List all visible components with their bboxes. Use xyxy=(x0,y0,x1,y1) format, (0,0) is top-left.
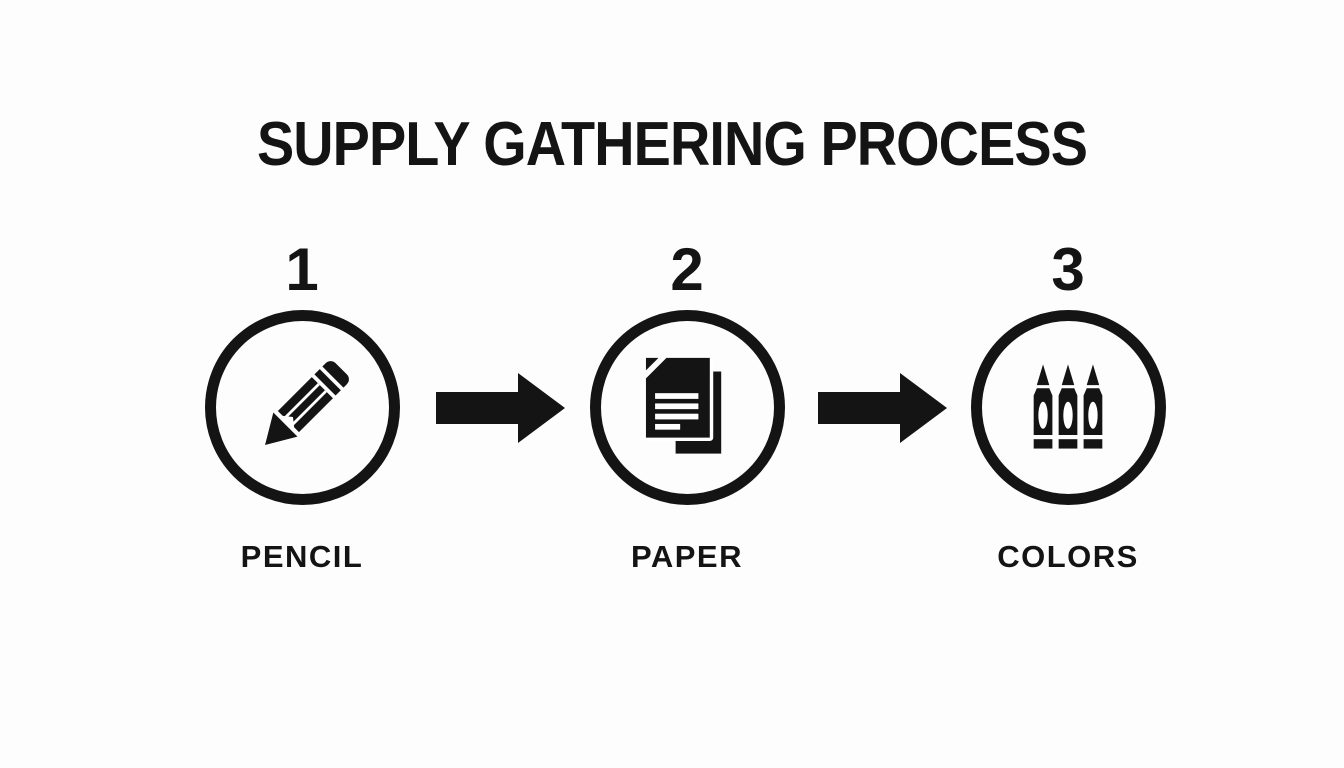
step-3-circle xyxy=(970,310,1166,505)
arrow-right-icon xyxy=(818,371,949,445)
step-2-circle xyxy=(589,310,785,505)
step-2-number: 2 xyxy=(670,236,704,303)
pencil-icon xyxy=(238,344,366,472)
step-1-number: 1 xyxy=(285,236,319,303)
step-1-circle xyxy=(204,310,400,505)
step-2-paper: 2 PAPER xyxy=(577,240,797,575)
paper-icon xyxy=(630,351,744,465)
step-1-label: PENCIL xyxy=(240,539,364,574)
step-3-label: COLORS xyxy=(997,539,1139,574)
step-3-colors: 3 xyxy=(958,240,1178,575)
page-title: SUPPLY GATHERING PROCESS xyxy=(256,110,1088,179)
crayons-icon xyxy=(1016,356,1120,460)
step-3-number: 3 xyxy=(1051,236,1085,303)
step-2-label: PAPER xyxy=(630,539,743,574)
step-1-pencil: 1 xyxy=(192,240,412,575)
arrow-right-icon xyxy=(436,371,567,445)
